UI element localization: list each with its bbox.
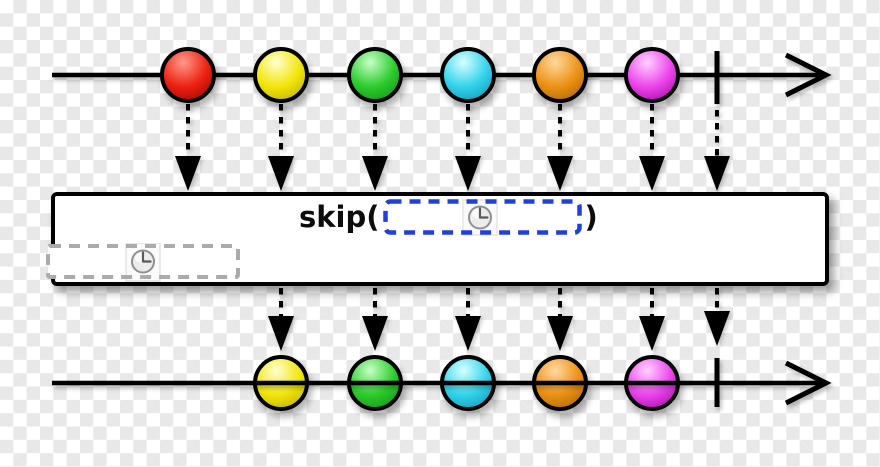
arrowhead-icon [547,316,573,351]
marble-red [160,47,216,103]
dashed-line [715,288,719,311]
clock-icon [131,249,155,274]
param-placeholder-box [382,198,582,236]
dashed-line [650,288,654,316]
marble-cyan [440,47,496,103]
arrowhead-icon [455,156,481,191]
marble-yellow [253,47,309,103]
operator-label-close: ) [584,199,598,234]
output-timeline-arrowhead-icon [784,360,832,406]
pending-box-dashed-border [46,244,240,279]
dashed-line [186,104,190,156]
arrowhead-icon [704,156,730,191]
dashed-line [558,104,562,156]
clock-icon [467,205,492,229]
arrowhead-icon [639,156,665,191]
dashed-line [279,288,283,316]
operator-label-open: skip( [299,199,380,234]
dashed-line [466,288,470,316]
dashed-line [715,110,719,156]
dashed-line [373,288,377,316]
dashed-line [373,104,377,156]
arrowhead-icon [547,156,573,191]
input-timeline-arrowhead-icon [784,52,832,98]
pending-placeholder-box [46,243,240,282]
dashed-line [279,104,283,156]
param-box-dashed-border [382,198,582,235]
output-timeline [52,358,832,407]
arrowhead-icon [362,156,388,191]
arrowhead-icon [362,316,388,351]
arrowhead-icon [268,316,294,351]
arrowhead-icon [175,156,201,191]
arrowhead-icon [268,156,294,191]
dashed-line [650,104,654,156]
marble-green [347,47,403,103]
arrowhead-icon [455,316,481,351]
dashed-line [466,104,470,156]
arrowhead-icon [704,311,730,346]
marble-orange [532,47,588,103]
operator-expression: skip( ) [299,196,598,238]
arrowhead-icon [639,316,665,351]
dashed-line [558,288,562,316]
marble-magenta [624,47,680,103]
